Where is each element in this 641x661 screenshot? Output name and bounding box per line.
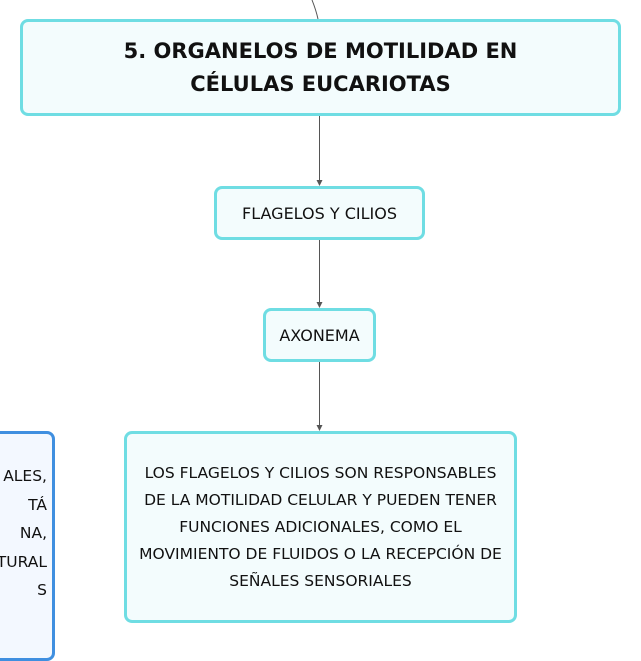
incoming-connector xyxy=(311,0,319,20)
partial-left-line: ALES, xyxy=(3,467,47,485)
partial-left-line: NA, xyxy=(19,524,47,542)
axonema-label: AXONEMA xyxy=(279,325,360,345)
flagelos-y-cilios-node[interactable]: FLAGELOS Y CILIOS xyxy=(214,186,425,240)
partial-left-line: TÁ xyxy=(28,495,47,514)
axonema-node[interactable]: AXONEMA xyxy=(263,308,376,362)
partial-left-node-text: ALES, TÁ NA, TURAL S xyxy=(0,462,47,605)
flagelos-y-cilios-label: FLAGELOS Y CILIOS xyxy=(242,203,397,223)
partial-left-line: TURAL xyxy=(0,552,47,571)
connector-lines xyxy=(311,0,323,431)
title-node-label: 5. ORGANELOS DE MOTILIDAD EN CÉLULAS EUC… xyxy=(123,38,518,96)
description-node[interactable]: LOS FLAGELOS Y CILIOS SON RESPONSABLES D… xyxy=(124,431,517,623)
title-node[interactable]: 5. ORGANELOS DE MOTILIDAD EN CÉLULAS EUC… xyxy=(20,19,621,116)
partial-left-node[interactable]: ALES, TÁ NA, TURAL S xyxy=(0,431,55,661)
description-label: LOS FLAGELOS Y CILIOS SON RESPONSABLES D… xyxy=(139,463,502,590)
partial-left-line: S xyxy=(37,581,47,599)
